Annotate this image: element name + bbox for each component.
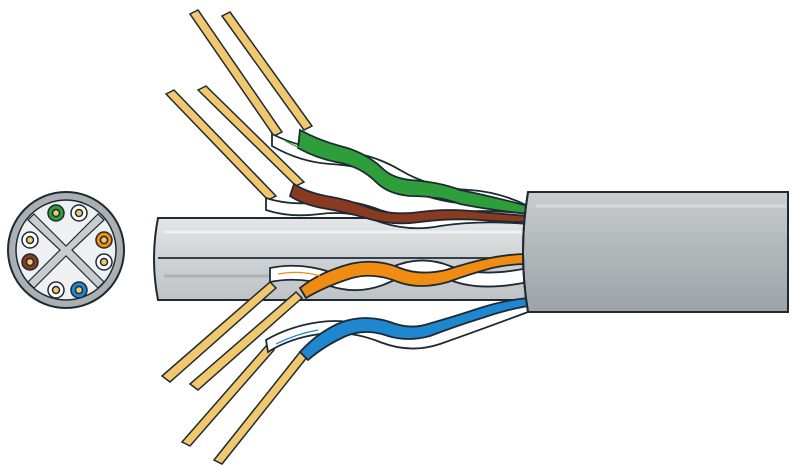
- cross-separator: [27, 213, 105, 289]
- cross-section: [7, 191, 125, 309]
- blue-pair: [265, 297, 529, 362]
- cross-section-conductors: [21, 204, 113, 299]
- bare-conductors: [160, 9, 314, 465]
- cable-jacket: [522, 191, 789, 313]
